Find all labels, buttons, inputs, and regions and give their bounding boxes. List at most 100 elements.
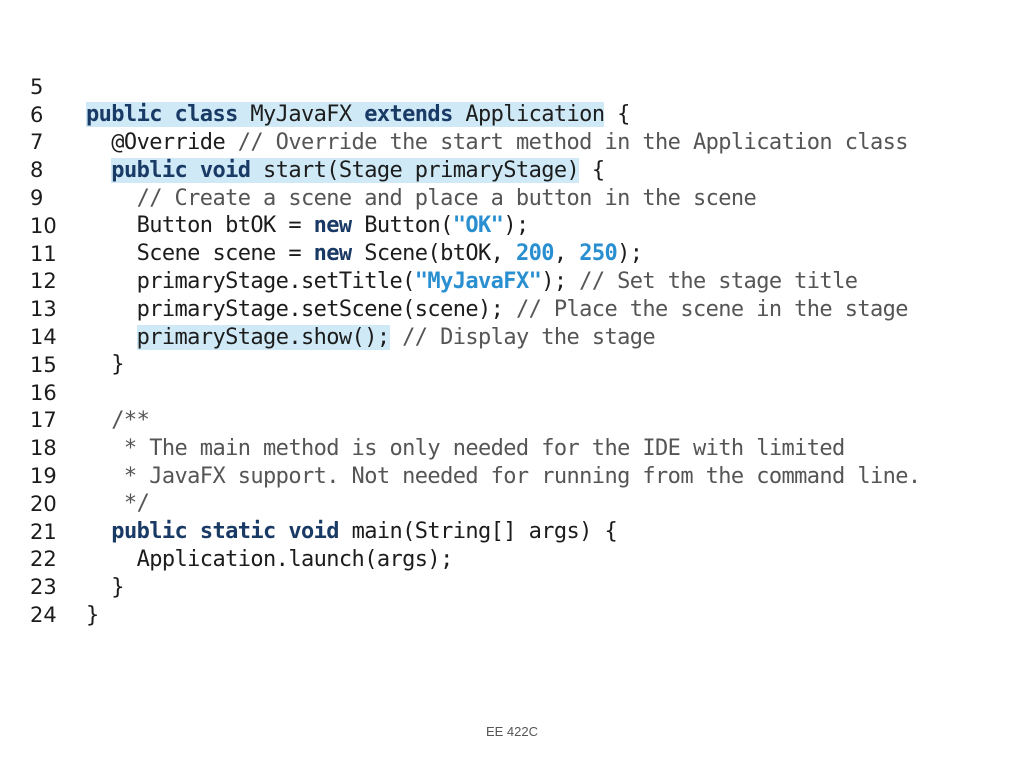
code-line: 19 * JavaFX support. Not needed for runn…	[30, 462, 1010, 490]
code-line: 6 public class MyJavaFX extends Applicati…	[30, 101, 1010, 129]
code-line: 8 public void start(Stage primaryStage) …	[30, 156, 1010, 184]
line-number: 7	[30, 130, 44, 155]
code-token: * JavaFX support. Not needed for running…	[86, 463, 921, 489]
code-text: * The main method is only needed for the…	[86, 436, 845, 461]
code-text: @Override // Override the start method i…	[86, 130, 908, 155]
code-line: 10 Button btOK = new Button("OK");	[30, 212, 1010, 240]
code-token: "MyJavaFX"	[414, 268, 542, 294]
code-text: Scene scene = new Scene(btOK, 200, 250);	[86, 241, 643, 267]
code-token	[390, 325, 403, 350]
line-number: 15	[30, 352, 57, 377]
line-number: 9	[30, 186, 44, 211]
code-token: // Display the stage	[402, 324, 656, 350]
code-text: Application.launch(args);	[86, 546, 454, 572]
code-token	[86, 158, 111, 183]
code-token: // Override the start method in the Appl…	[237, 129, 909, 155]
code-token: {	[579, 157, 605, 183]
code-line: 24}	[30, 601, 1010, 629]
code-token: 200	[515, 241, 555, 267]
code-token: // Create a scene and place a button in …	[86, 185, 757, 211]
line-number: 5	[30, 74, 44, 99]
code-token: {	[604, 102, 630, 128]
code-token: // Set the stage title	[579, 268, 858, 294]
line-number: 21	[30, 519, 57, 544]
code-token: public void	[111, 157, 264, 183]
code-line: 20 */	[30, 490, 1010, 518]
code-token: new	[313, 213, 365, 239]
code-line: 22 Application.launch(args);	[30, 546, 1010, 574]
code-token: Application	[465, 102, 605, 128]
code-token: Scene(btOK,	[364, 241, 516, 267]
code-text: public class MyJavaFX extends Applicatio…	[86, 102, 630, 128]
code-token	[86, 519, 111, 544]
line-number: 17	[30, 408, 57, 433]
line-number: 19	[30, 464, 57, 489]
code-token: primaryStage.setTitle(	[86, 268, 416, 294]
code-text: */	[86, 491, 150, 517]
line-number: 11	[30, 241, 57, 266]
code-line: 13 primaryStage.setScene(scene); // Plac…	[30, 295, 1010, 323]
code-token: primaryStage.setScene(scene);	[86, 296, 516, 322]
code-text: }	[86, 575, 124, 600]
code-text: // Create a scene and place a button in …	[86, 185, 757, 211]
code-text: /**	[86, 407, 150, 433]
code-token: * The main method is only needed for the…	[86, 435, 845, 461]
line-number: 10	[30, 213, 57, 238]
code-token: Button btOK =	[86, 213, 314, 239]
code-listing: 5 6 public class MyJavaFX extends Applicat…	[30, 73, 1010, 629]
code-token	[86, 325, 137, 350]
code-token: /**	[86, 407, 150, 433]
code-token: @Override	[86, 129, 238, 155]
code-text: public static void main(String[] args) {	[86, 519, 617, 544]
code-token: public static void	[111, 519, 352, 545]
code-line: 7 @Override // Override the start method…	[30, 129, 1010, 157]
code-line: 5	[30, 73, 1010, 101]
code-text: public void start(Stage primaryStage) {	[86, 157, 605, 183]
code-text: primaryStage.setScene(scene); // Place t…	[86, 296, 909, 322]
code-token: start(Stage primaryStage)	[263, 157, 580, 183]
code-token: Button(	[364, 213, 453, 239]
line-number: 20	[30, 491, 57, 516]
code-text: primaryStage.show(); // Display the stag…	[86, 324, 656, 350]
code-token: new	[313, 241, 365, 267]
code-token: ,	[553, 241, 580, 267]
code-line: 18 * The main method is only needed for …	[30, 434, 1010, 462]
code-token: MyJavaFX	[250, 102, 365, 128]
code-token: // Place the scene in the stage	[515, 296, 909, 322]
code-token: );	[503, 213, 529, 239]
line-number: 13	[30, 297, 57, 322]
code-token: Application.launch(args);	[86, 546, 454, 572]
code-token: "OK"	[452, 213, 504, 239]
code-line: 14 primaryStage.show(); // Display the s…	[30, 323, 1010, 351]
code-token: extends	[364, 102, 466, 128]
code-line: 9 // Create a scene and place a button i…	[30, 184, 1010, 212]
code-token: );	[617, 241, 643, 267]
code-token: }	[86, 574, 124, 600]
code-line: 17 /**	[30, 407, 1010, 435]
code-token: 250	[579, 241, 618, 267]
code-token: }	[86, 352, 124, 378]
code-token: */	[86, 491, 150, 517]
code-text: }	[86, 603, 99, 628]
code-token: );	[541, 268, 580, 294]
code-text: primaryStage.setTitle("MyJavaFX"); // Se…	[86, 268, 858, 294]
code-token: main(String[] args) {	[351, 519, 618, 545]
line-number: 8	[30, 158, 44, 183]
code-token: public class	[86, 102, 251, 128]
line-number: 14	[30, 325, 57, 350]
code-line: 12 primaryStage.setTitle("MyJavaFX"); //…	[30, 268, 1010, 296]
code-text: }	[86, 352, 124, 377]
code-text: * JavaFX support. Not needed for running…	[86, 464, 921, 489]
line-number: 23	[30, 575, 57, 600]
line-number: 18	[30, 436, 57, 461]
code-line: 16	[30, 379, 1010, 407]
code-line: 21 public static void main(String[] args…	[30, 518, 1010, 546]
slide-footer: EE 422C	[485, 724, 539, 739]
line-number: 16	[30, 380, 57, 405]
line-number: 24	[30, 603, 57, 628]
code-text: Button btOK = new Button("OK");	[86, 213, 530, 239]
line-number: 12	[30, 269, 57, 294]
code-line: 23 }	[30, 573, 1010, 601]
line-number: 6	[30, 102, 44, 127]
code-line: 15 }	[30, 351, 1010, 379]
